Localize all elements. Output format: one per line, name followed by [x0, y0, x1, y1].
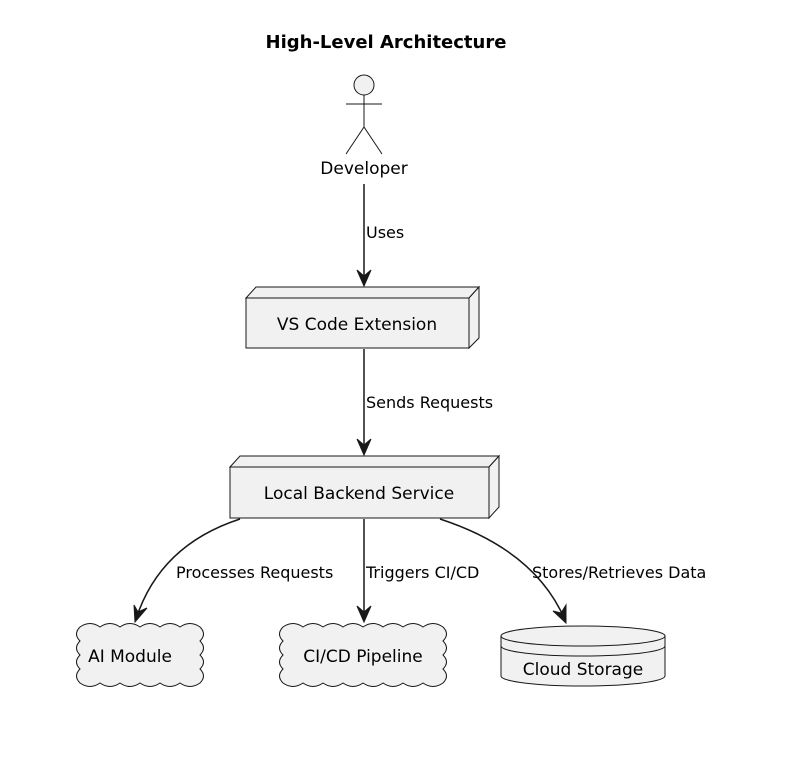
edge-processes-requests-label: Processes Requests [176, 563, 333, 582]
developer-actor[interactable]: Developer [320, 74, 408, 179]
edge-sends-requests-label: Sends Requests [366, 393, 493, 412]
developer-label: Developer [320, 159, 407, 179]
backend-service-label: Local Backend Service [264, 484, 454, 504]
ai-module-label: AI Module [88, 647, 172, 667]
edge-stores-retrieves: Stores/Retrieves Data [439, 518, 706, 625]
edge-triggers-cicd: Triggers CI/CD [356, 519, 479, 624]
backend-service-node[interactable]: Local Backend Service [228, 454, 501, 520]
edge-processes-requests: Processes Requests [133, 518, 333, 624]
vscode-extension-label: VS Code Extension [277, 315, 437, 335]
cloud-storage-label: Cloud Storage [523, 660, 643, 680]
edge-uses: Uses [356, 184, 404, 288]
edge-stores-retrieves-label: Stores/Retrieves Data [532, 563, 706, 582]
edge-triggers-cicd-label: Triggers CI/CD [365, 563, 479, 582]
edge-sends-requests: Sends Requests [356, 349, 493, 457]
vscode-extension-node[interactable]: VS Code Extension [244, 285, 481, 350]
edge-uses-label: Uses [366, 223, 404, 242]
cloud-storage-database[interactable]: Cloud Storage [500, 625, 666, 687]
diagram-title: High-Level Architecture [266, 32, 507, 53]
cicd-pipeline-cloud[interactable]: CI/CD Pipeline [279, 623, 447, 687]
cicd-pipeline-label: CI/CD Pipeline [303, 647, 423, 667]
actor-icon [345, 74, 383, 155]
ai-module-cloud[interactable]: AI Module [76, 623, 204, 687]
